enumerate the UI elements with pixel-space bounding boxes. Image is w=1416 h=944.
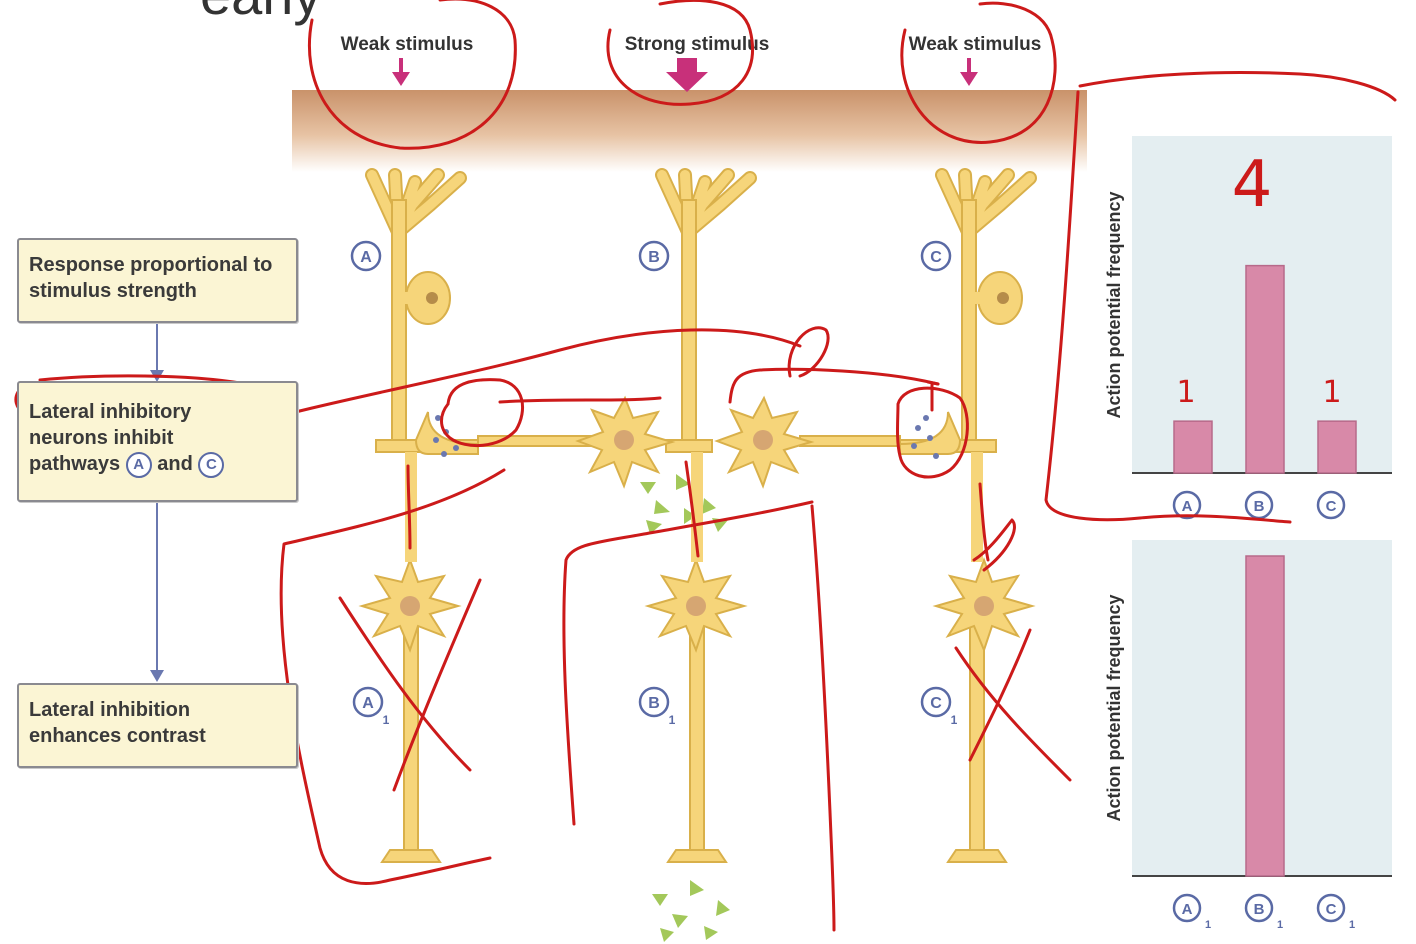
chart-primary-frequency: Action potential frequency A B C [1104, 136, 1392, 520]
chart2-bar-b1 [1245, 555, 1285, 877]
chart1-bar-c [1317, 420, 1357, 474]
neuron-label-a: A [360, 249, 372, 266]
handwritten-annotations [14, 0, 1397, 932]
chart1-bar-a [1173, 420, 1213, 474]
primary-neuron-a [365, 168, 479, 457]
chart1-category-circle [1316, 490, 1346, 520]
chart1-category-label: C [1326, 498, 1337, 515]
neurotransmitter-release [640, 474, 728, 534]
inhibitory-interneurons [477, 395, 901, 489]
flowchart-box2-line1: Lateral inhibitory [29, 401, 192, 423]
neuron-label-b1: B [648, 695, 660, 712]
chart2-category-circle [1316, 893, 1346, 923]
chart1-ylabel: Action potential frequency [1104, 191, 1124, 418]
label-circle-c1 [920, 686, 952, 718]
stimulus-label-c: Weak stimulus [909, 34, 1042, 55]
chart1-category-label: B [1254, 498, 1265, 515]
neurotransmitter-release [652, 880, 730, 942]
connecting-axons [405, 452, 983, 562]
chart2-category-subscript: 1 [1349, 919, 1355, 931]
label-circle-a1 [352, 686, 384, 718]
chart2-category-subscript: 1 [1205, 919, 1211, 931]
flowchart-box2-line2: neurons inhibit [29, 427, 174, 449]
chart2-ylabel: Action potential frequency [1104, 594, 1124, 821]
chart2-category-subscript: 1 [1277, 919, 1283, 931]
annotation-four: 4 [1232, 148, 1273, 222]
chart2-category-circle [1172, 893, 1202, 923]
label-circle-b [638, 240, 670, 272]
flowchart-box-inhibitory: Lateral inhibitory neurons inhibit pathw… [17, 381, 298, 502]
secondary-neuron-b1 [644, 557, 748, 863]
weak-stimulus-arrow-icon [392, 58, 410, 86]
stimulus-label-b: Strong stimulus [625, 34, 770, 55]
flowchart-box1-text: Response proportional to stimulus streng… [29, 254, 273, 302]
weak-stimulus-arrow-icon [960, 58, 978, 86]
neuron-label-c1: C [930, 695, 942, 712]
neuron-label-b: B [648, 249, 660, 266]
flowchart-box-contrast: Lateral inhibition enhances contrast [17, 683, 298, 768]
secondary-neuron-c1 [932, 557, 1036, 863]
label-circle-b1 [638, 686, 670, 718]
neuron-sub-c1: 1 [951, 713, 958, 727]
chart2-category-circle [1244, 893, 1274, 923]
chart2-category-label: C [1326, 901, 1337, 918]
flowchart-box2-and: and [157, 453, 193, 475]
stimulus-label-a: Weak stimulus [341, 34, 474, 55]
neuron-sub-a1: 1 [383, 713, 390, 727]
flowchart-circle-c: C [198, 451, 225, 478]
partial-title: early [200, 0, 321, 26]
flowchart-circle-a: A [125, 451, 152, 478]
skin-surface [292, 90, 1087, 172]
flowchart-box-proportional: Response proportional to stimulus streng… [17, 238, 298, 323]
neuron-sub-b1: 1 [669, 713, 676, 727]
annotation-one-left: 1 [1176, 375, 1195, 410]
flowchart-box3-text: Lateral inhibition enhances contrast [29, 699, 206, 747]
chart1-category-circle [1172, 490, 1202, 520]
annotation-one-right: 1 [1322, 375, 1341, 410]
secondary-neuron-a1 [358, 557, 462, 863]
chart2-category-label: B [1254, 901, 1265, 918]
primary-neuron-c [899, 168, 1037, 459]
primary-neuron-b [655, 168, 757, 453]
chart1-category-label: A [1182, 498, 1193, 515]
strong-stimulus-arrow-icon [666, 58, 708, 92]
neuron-label-c: C [930, 249, 942, 266]
neuron-label-a1: A [362, 695, 374, 712]
label-circle-a [350, 240, 382, 272]
label-circle-c [920, 240, 952, 272]
chart2-category-label: A [1182, 901, 1193, 918]
chart1-bar-b [1245, 264, 1285, 474]
flowchart-box2-pathways: pathways [29, 453, 121, 475]
